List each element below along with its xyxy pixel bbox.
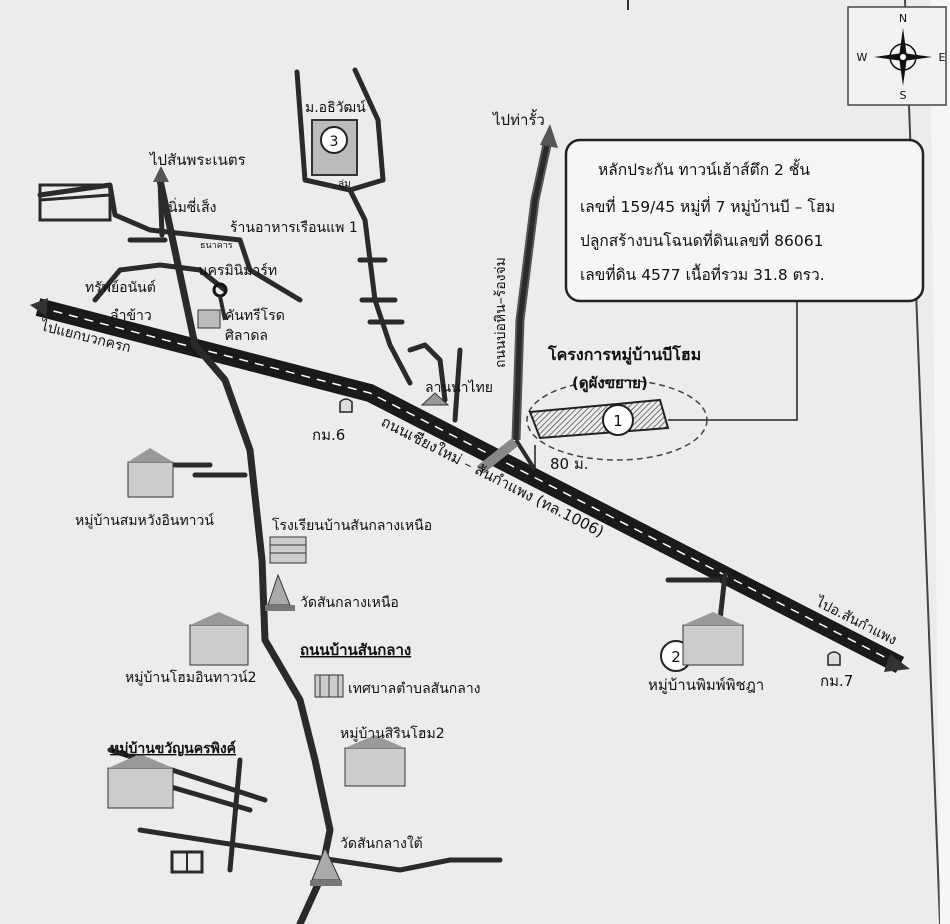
- marker-3: [320, 126, 348, 154]
- place-nimsilueng: นิ่มซี่เส็ง: [168, 198, 216, 216]
- info-line-2: เลขที่ 159/45 หมู่ที่ 7 หมู่บ้านบี – โฮม: [580, 196, 835, 217]
- place-home-intown: หมู่บ้านโฮมอินทาวน์2: [125, 669, 256, 686]
- distance-label: 80 ม.: [550, 455, 589, 473]
- compass-rose-icon: [874, 28, 932, 86]
- project-subtitle: (ดูผังขยาย): [572, 374, 648, 393]
- junction-marker: [476, 438, 519, 474]
- place-kantharee-road: คันทรีโรด: [225, 307, 285, 324]
- municipality-icon: [314, 674, 344, 698]
- place-thanachart: ธนาคาร: [200, 241, 233, 251]
- temple-icon-north: [265, 573, 295, 611]
- village-icon-home-intown: [189, 612, 249, 666]
- place-wat-north: วัดสันกลางเหนือ: [300, 595, 399, 611]
- info-leader-line: [668, 301, 798, 421]
- place-silad: ศิลาดล: [225, 328, 268, 344]
- direction-tha-rua: ไปท่ารั้ว: [492, 109, 545, 129]
- west-lanes: [37, 182, 303, 478]
- school-icon: [269, 536, 307, 564]
- place-kam-khao: ลำข้าว: [110, 308, 152, 324]
- place-pimphichaya: หมู่บ้านพิมพ์พิชฎา: [648, 676, 764, 694]
- place-m-athiwat: ม.อธิวัฒน์: [305, 99, 366, 116]
- compass-e: E: [939, 51, 946, 64]
- side-lane-pimphichaya-2: [717, 572, 728, 623]
- compass-w: W: [857, 51, 868, 64]
- bo-hin-road-label: ถนนบ่อหิน–ร้องจ่ม: [493, 257, 509, 368]
- place-sirin-home: หมู่บ้านสิรินโฮม2: [340, 725, 445, 742]
- bo-hin-road: [511, 124, 558, 472]
- place-raft-restaurant: ร้านอาหารเรือนแพ 1: [230, 220, 358, 236]
- place-nakhon-mini-mart: นครมินิมาร์ท: [198, 262, 277, 279]
- compass-n: N: [899, 12, 907, 25]
- north-lanes: [294, 67, 463, 423]
- project-title: โครงการหมู่บ้านบีโฮม: [547, 344, 701, 366]
- ban-san-klang-road: [156, 176, 334, 924]
- place-municipality: เทศบาลตำบลสันกลาง: [348, 681, 481, 697]
- direction-san-phra-net: ไปสันพระเนตร: [149, 151, 246, 169]
- info-line-4: เลขที่ดิน 4577 เนื้อที่รวม 31.8 ตรว.: [580, 263, 825, 284]
- place-lanna-thai: ลานนาไทย: [425, 379, 493, 396]
- project-marker-label: 1: [613, 412, 623, 430]
- marker-3-label: 3: [330, 134, 339, 150]
- place-khwan-nakhon: หมู่บ้านขวัญนครพิงค์: [110, 740, 236, 757]
- village-icon-pimphichaya: [682, 612, 744, 666]
- village-icon-sirin-home: [344, 735, 406, 787]
- project-plot: 1: [526, 379, 708, 461]
- temple-icon-south: [310, 846, 342, 886]
- place-leung-zone: ลุ่ม: [338, 179, 351, 190]
- info-line-3: ปลูกสร้างบนโฉนดที่ดินเลขที่ 86061: [580, 230, 823, 251]
- road-to-san-phra-net: [157, 177, 165, 238]
- place-sap-anan: ทรัพย์อนันต์: [85, 279, 156, 296]
- km7-post-icon: [827, 651, 841, 666]
- lanna-icon: [420, 392, 450, 406]
- place-wat-south: วัดสันกลางใต้: [340, 835, 423, 852]
- marker-2-label: 2: [671, 648, 681, 666]
- village-icon-khwan-nakhon: [107, 754, 174, 809]
- place-som-wang: หมู่บ้านสมหวังอินทาวน์: [75, 512, 214, 529]
- village-icon-som-wang: [127, 448, 174, 498]
- kantharee-icon: [197, 309, 221, 329]
- info-line-1: หลักประกัน ทาวน์เฮ้าส์ตึก 2 ชั้น: [598, 158, 810, 179]
- compass: N S W E: [847, 6, 947, 106]
- ban-san-klang-road-label: ถนนบ้านสันกลาง: [300, 641, 411, 659]
- km6-label: กม.6: [312, 426, 345, 444]
- info-box: หลักประกัน ทาวน์เฮ้าส์ตึก 2 ชั้น เลขที่ …: [564, 138, 925, 303]
- place-school: โรงเรียนบ้านสันกลางเหนือ: [272, 517, 432, 534]
- km7-label: กม.7: [820, 672, 853, 690]
- km6-post-icon: [339, 398, 353, 413]
- compass-s: S: [900, 89, 907, 102]
